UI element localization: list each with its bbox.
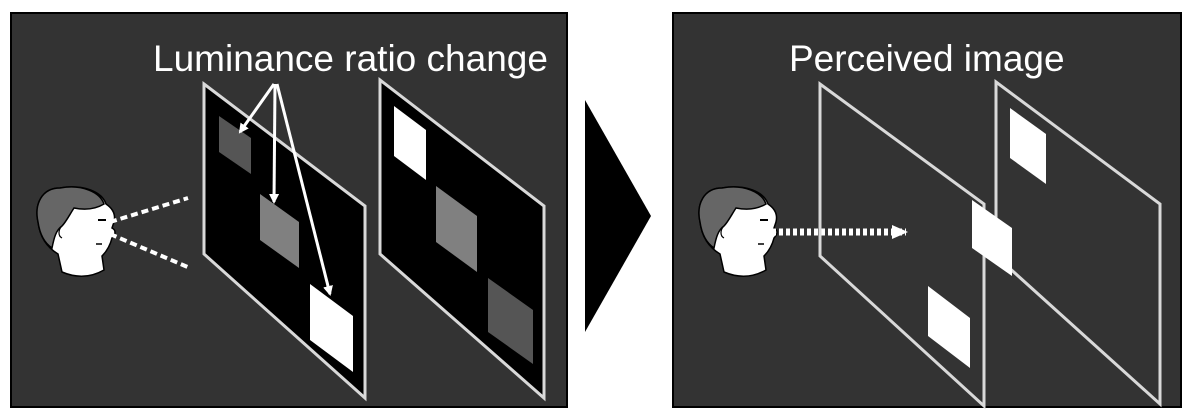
- transition-arrow-icon: [583, 98, 653, 334]
- sight-line-upper: [110, 198, 188, 222]
- caption-luminance-ratio-change: Luminance ratio change: [153, 40, 548, 77]
- sight-line-lower: [110, 234, 190, 268]
- perceived-square-center: [972, 200, 1012, 276]
- viewer-head-icon: [37, 187, 115, 276]
- caption-perceived-image: Perceived image: [789, 40, 1065, 77]
- back-plane: [380, 80, 544, 398]
- perceived-square-bottom: [928, 286, 970, 368]
- viewer-head-icon: [699, 187, 777, 276]
- front-plane: [204, 84, 365, 398]
- left-panel: Luminance ratio change: [10, 12, 568, 408]
- perceived-square-top: [1010, 108, 1046, 184]
- right-panel: Perceived image: [672, 12, 1182, 408]
- annotation-arrow-2: [274, 84, 275, 202]
